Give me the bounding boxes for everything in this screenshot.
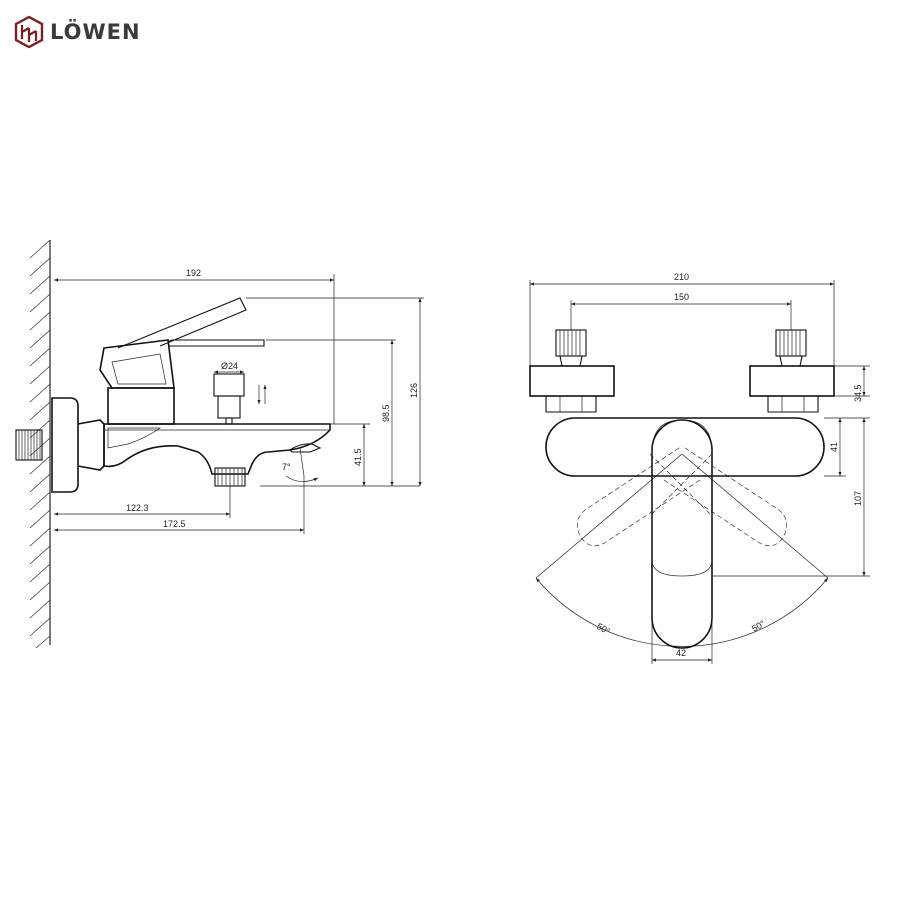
svg-text:172.5: 172.5 xyxy=(163,519,186,529)
dimension-210: 210 xyxy=(529,272,835,366)
diverter-knob xyxy=(213,373,245,425)
svg-text:192: 192 xyxy=(186,268,201,278)
eccentric-nut xyxy=(77,419,105,471)
inlet-thread-left xyxy=(555,329,587,367)
svg-text:150: 150 xyxy=(674,292,689,302)
rotation-line-right xyxy=(681,453,829,579)
svg-text:107: 107 xyxy=(853,491,863,506)
dimension-42: 42 xyxy=(651,600,713,664)
escutcheon-right xyxy=(749,365,835,397)
shower-outlet-thread xyxy=(214,467,246,487)
spout-angle-line xyxy=(299,447,305,477)
inlet-thread xyxy=(15,429,43,461)
ghost-diag-2 xyxy=(649,453,713,517)
dim-rotation-left: 50° xyxy=(595,621,612,637)
dimension-34-5: 34.5 xyxy=(834,365,870,402)
wall-flange xyxy=(51,397,79,493)
cartridge-housing xyxy=(107,387,175,425)
mixer-body xyxy=(103,423,331,475)
dimension-41-5: 41.5 xyxy=(260,423,420,487)
dimension-122-3: 122.3 xyxy=(54,486,231,518)
brand-name: LÖWEN xyxy=(50,20,141,44)
dim-rotation-right: 50° xyxy=(750,618,767,634)
dimension-172-5: 172.5 xyxy=(54,476,305,534)
inlet-thread-right xyxy=(775,329,807,367)
spout-outlet xyxy=(289,443,322,453)
wall-hatching xyxy=(29,239,51,649)
handle-rotated-right xyxy=(663,445,787,547)
svg-text:126: 126 xyxy=(409,383,419,398)
handle-rotated-left xyxy=(577,445,701,547)
side-handle xyxy=(99,297,265,389)
front-mixer-body xyxy=(545,417,825,477)
lowen-logo-icon xyxy=(14,15,44,49)
rotation-line-left xyxy=(535,453,683,579)
dimension-126: 126 xyxy=(246,297,424,486)
dimension-41: 41 xyxy=(824,417,846,477)
nut-left xyxy=(545,396,597,413)
dimension-d24: Ø24 xyxy=(214,361,244,374)
svg-text:122.3: 122.3 xyxy=(126,503,149,513)
dimension-150: 150 xyxy=(570,292,792,330)
front-handle xyxy=(651,419,713,649)
dim-spout-angle: 7° xyxy=(282,462,291,472)
brand-logo: LÖWEN xyxy=(12,14,141,50)
svg-text:42: 42 xyxy=(676,648,686,658)
svg-text:210: 210 xyxy=(674,272,689,282)
side-view: 7° 192 122.3 172.5 Ø24 41.5 xyxy=(15,239,424,649)
rotation-arc xyxy=(535,577,829,647)
svg-text:34.5: 34.5 xyxy=(853,384,863,402)
spout-angle-arc xyxy=(285,475,319,482)
dimension-98-5: 98.5 xyxy=(266,339,396,486)
dimension-192: 192 xyxy=(54,268,335,424)
svg-text:98.5: 98.5 xyxy=(381,404,391,422)
up-down-arrows-icon xyxy=(257,385,267,404)
svg-text:41.5: 41.5 xyxy=(353,448,363,466)
escutcheon-left xyxy=(529,365,615,397)
nut-right xyxy=(767,396,819,413)
svg-text:Ø24: Ø24 xyxy=(221,361,238,371)
svg-text:41: 41 xyxy=(829,442,839,452)
dimension-107: 107 xyxy=(712,417,870,577)
front-view: 50° 50° xyxy=(529,272,870,664)
